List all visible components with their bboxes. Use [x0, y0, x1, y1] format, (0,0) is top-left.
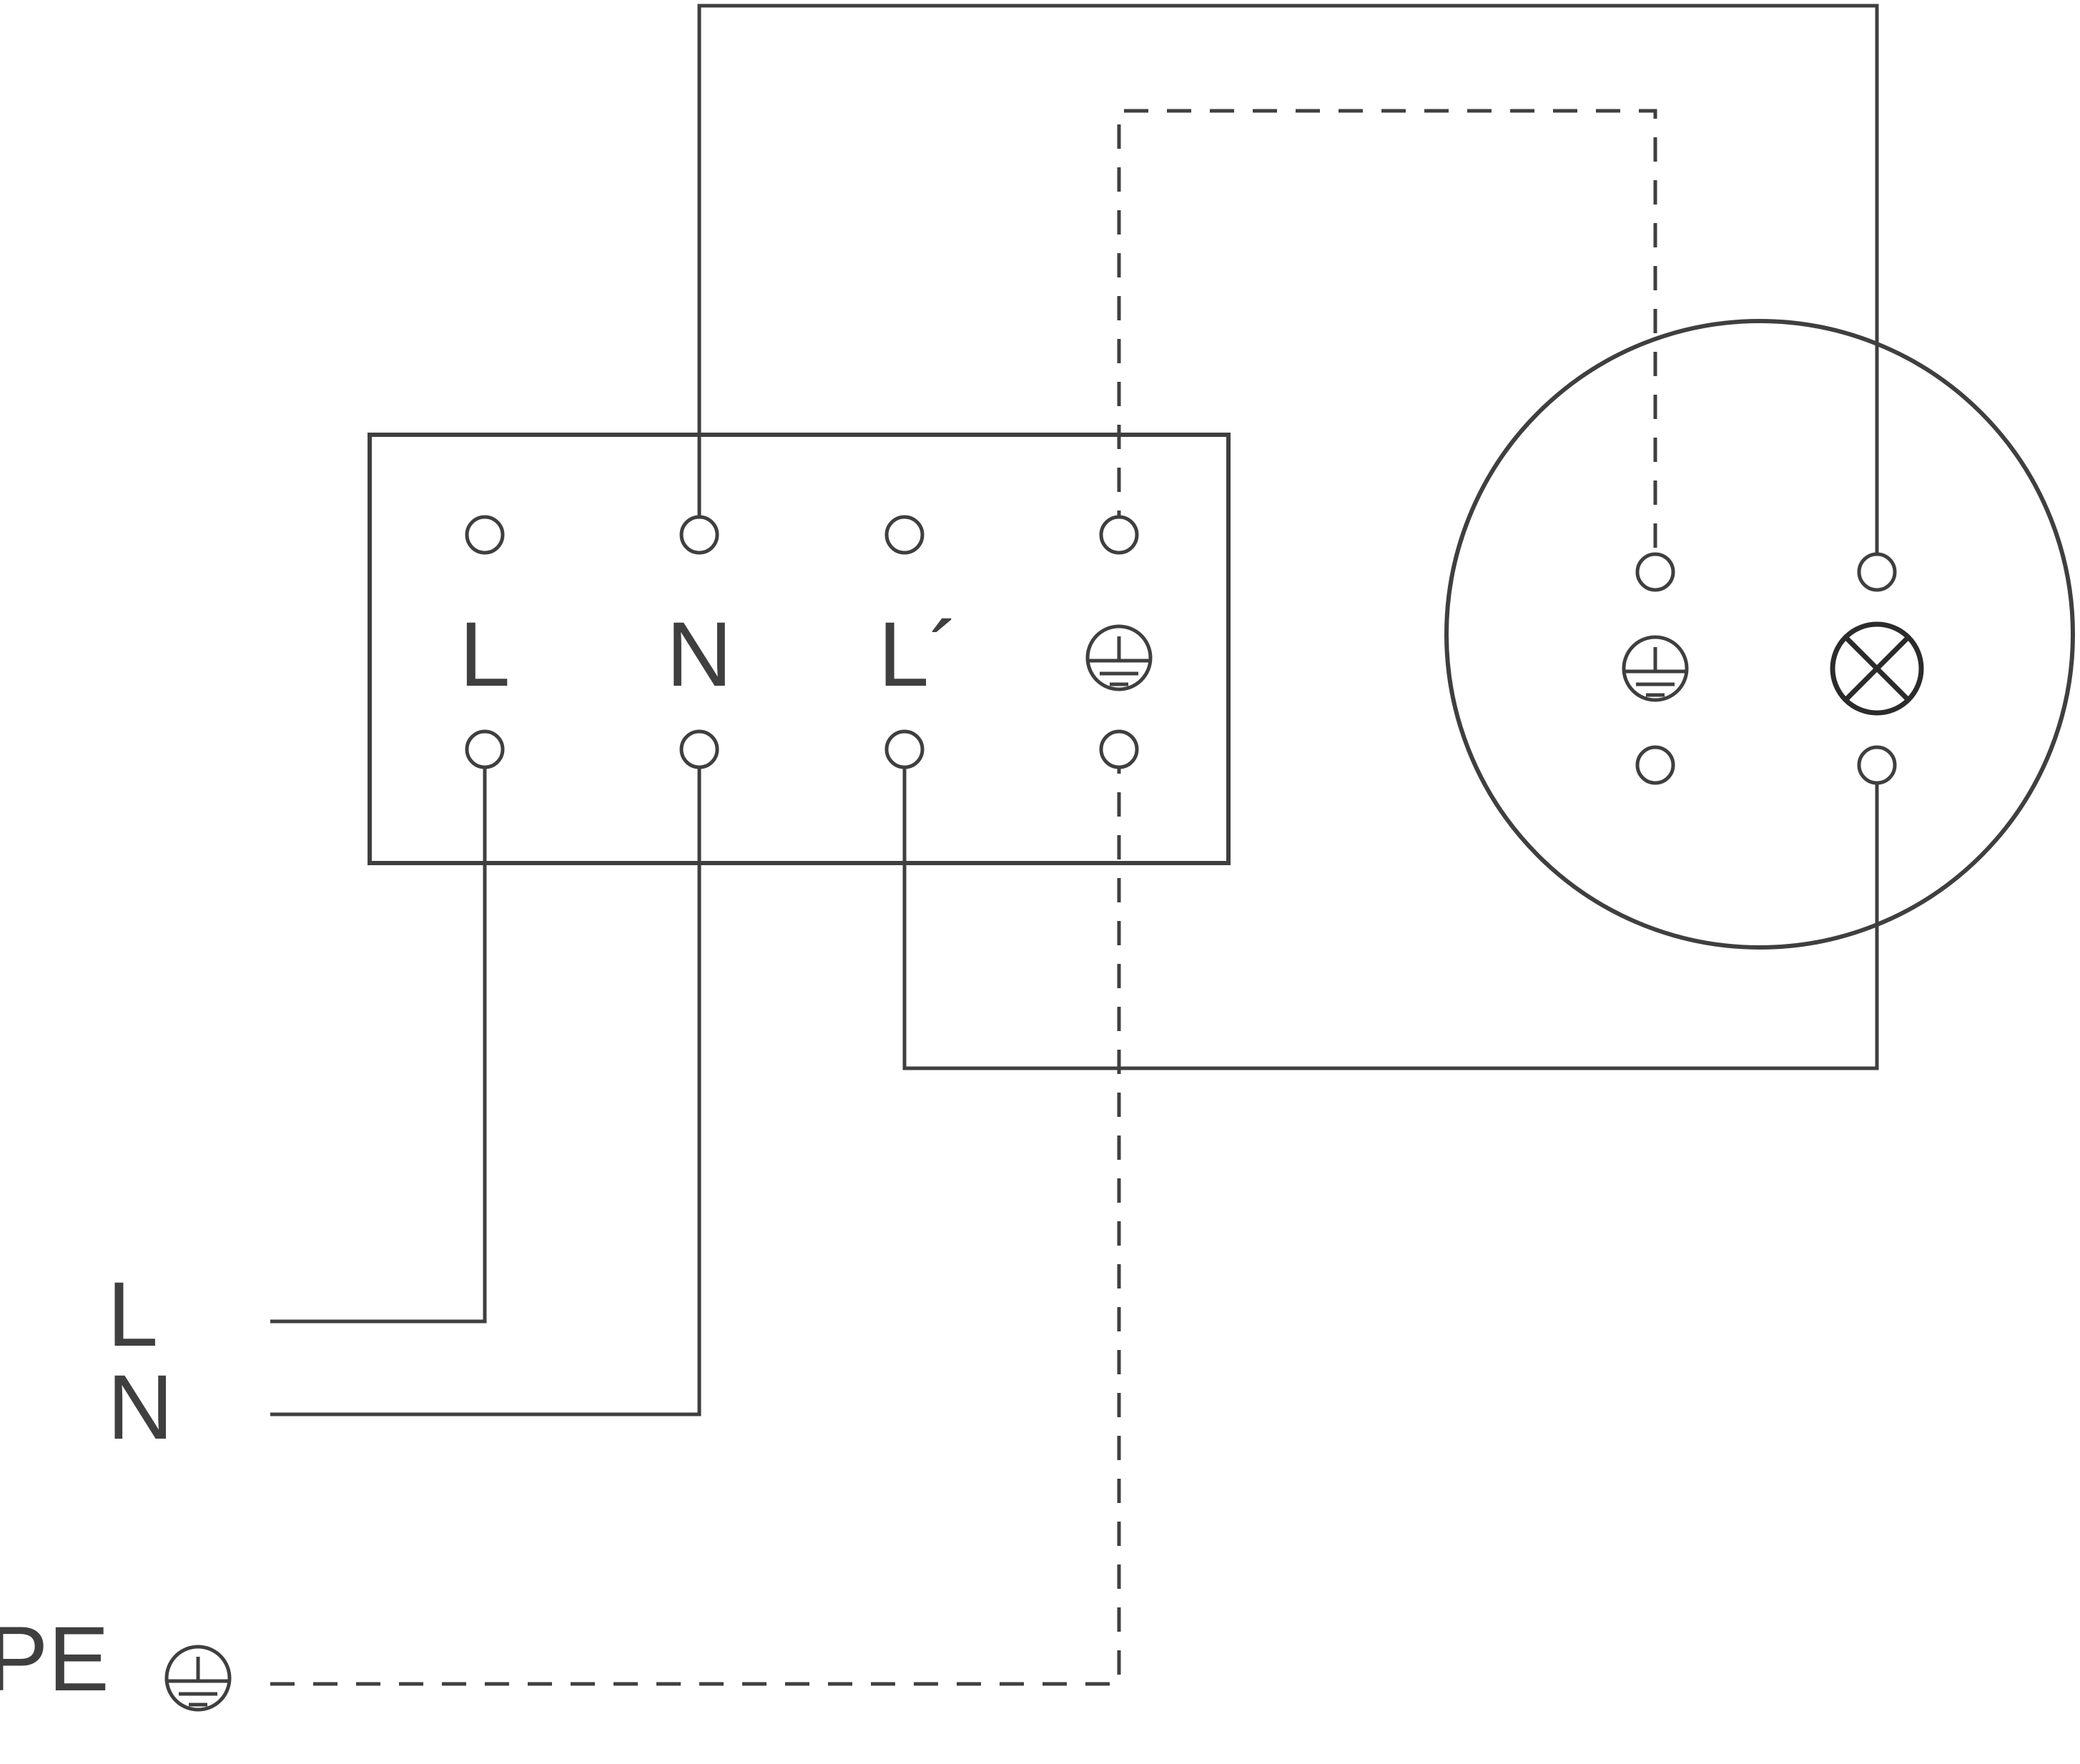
terminal-block-outline: [368, 433, 1231, 865]
luminaire-terminal-lamp-top[interactable]: [1857, 552, 1897, 592]
wire-pe-supply: [270, 749, 1121, 1686]
terminal-L-top[interactable]: [465, 515, 505, 555]
wire-neutral-to-lamp: [697, 4, 1879, 572]
supply-labels: L N PE: [0, 1263, 230, 1710]
terminal-label-N: N: [666, 603, 732, 706]
wire-pe-dashed: [1117, 109, 1657, 572]
luminaire-outline: [1444, 319, 2075, 950]
earth-icon: [1624, 637, 1687, 700]
terminal-block[interactable]: L N L´: [368, 433, 1231, 865]
wire-layer: [270, 4, 1879, 1686]
wire-line-supply: [270, 749, 487, 1324]
luminaire-terminal-lamp-bottom[interactable]: [1857, 745, 1897, 785]
luminaire-terminal-PE-top[interactable]: [1635, 552, 1675, 592]
terminal-Lprime-bottom[interactable]: [884, 729, 925, 769]
terminal-L-bottom[interactable]: [465, 729, 505, 769]
luminaire[interactable]: [1444, 319, 2075, 950]
terminal-PE-top[interactable]: [1099, 515, 1139, 555]
earth-icon: [167, 1647, 230, 1710]
wire-neutral-supply: [270, 749, 701, 1416]
supply-label-L: L: [107, 1263, 158, 1366]
terminal-label-Lprime: L´: [878, 603, 960, 706]
terminal-label-L: L: [459, 603, 510, 706]
supply-label-N: N: [107, 1356, 173, 1459]
terminal-Lprime-top[interactable]: [884, 515, 925, 555]
terminal-N-top[interactable]: [679, 515, 719, 555]
supply-label-PE: PE: [0, 1608, 109, 1710]
luminaire-terminal-PE-bottom[interactable]: [1635, 745, 1675, 785]
wire-switched-line: [902, 749, 1879, 1070]
terminal-PE-bottom[interactable]: [1099, 729, 1139, 769]
earth-icon: [1088, 626, 1150, 689]
lamp-icon: [1833, 624, 1921, 713]
terminal-N-bottom[interactable]: [679, 729, 719, 769]
